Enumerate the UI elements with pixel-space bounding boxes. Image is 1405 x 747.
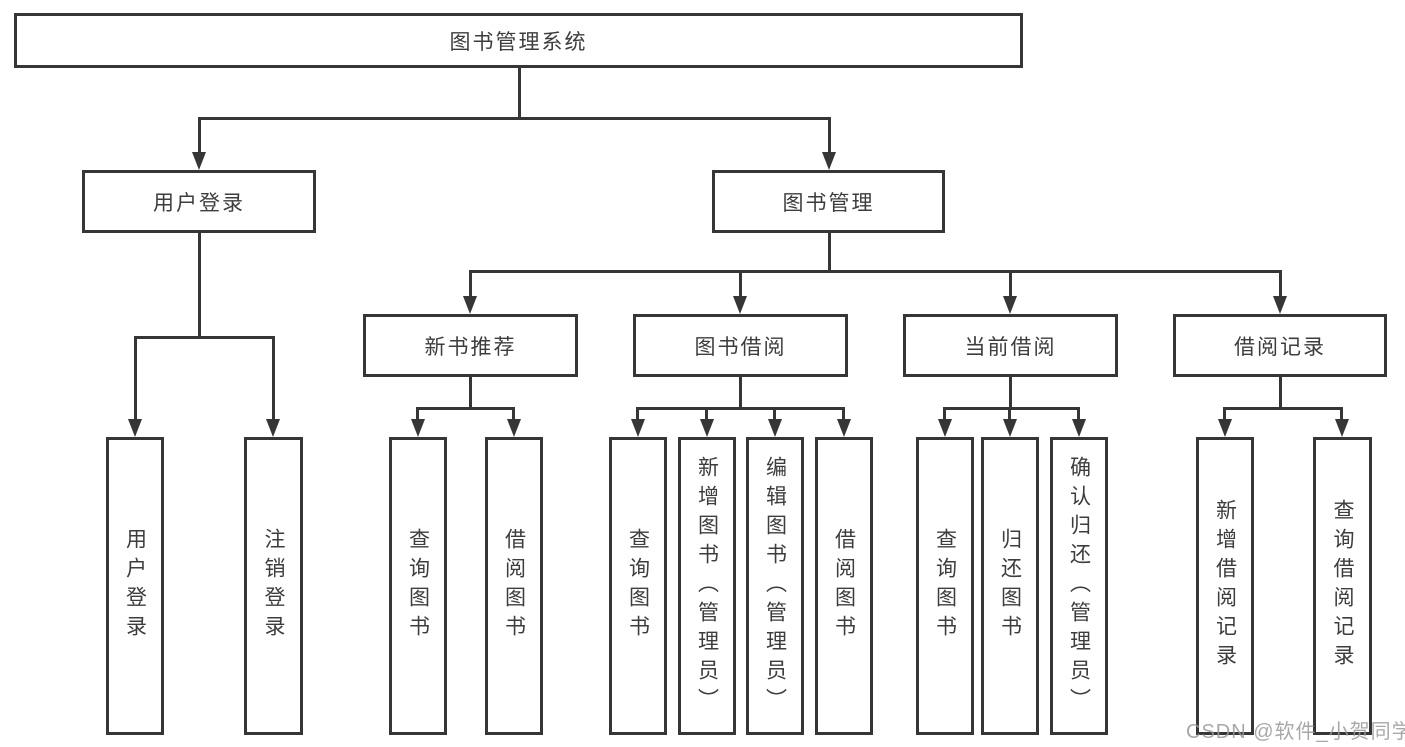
watermark: CSDN @软件_小贺同学	[1186, 721, 1405, 743]
leaf-query-books-current: 查询图书	[916, 437, 974, 735]
arrowhead-leaf	[700, 419, 714, 437]
leaf-query-borrow-record: 查询借阅记录	[1313, 437, 1372, 735]
arrowhead-leaf	[411, 419, 425, 437]
arrowhead-book-management	[822, 152, 836, 170]
connector-to-new-book-recommend	[469, 270, 472, 298]
connector-leaf	[416, 407, 419, 421]
connector-to-borrow-records	[1279, 270, 1282, 298]
leaf-query-books-recommend-label: 查询图书	[406, 528, 430, 644]
connector-book-management-drop	[828, 233, 831, 273]
connector-recommend-drop	[469, 377, 472, 410]
leaf-user-login: 用户登录	[106, 437, 164, 735]
connector-leaf	[705, 407, 708, 421]
connector-leaf	[512, 407, 515, 421]
leaf-add-books-admin: 新增图书（管理员）	[678, 437, 736, 735]
leaf-confirm-return-admin-label: 确认归还（管理员）	[1067, 455, 1091, 717]
connector-borrow-split	[636, 407, 845, 410]
node-book-borrow-label: 图书借阅	[694, 335, 787, 359]
connector-leaf	[1340, 407, 1343, 421]
connector-records-split	[1223, 407, 1343, 410]
leaf-logout: 注销登录	[244, 437, 303, 735]
connector-leaf	[1077, 407, 1080, 421]
connector-to-book-management	[828, 117, 831, 154]
node-book-management: 图书管理	[712, 170, 945, 233]
leaf-edit-books-admin-label: 编辑图书（管理员）	[763, 455, 787, 717]
arrowhead-leaf	[1335, 419, 1349, 437]
leaf-return-books-label: 归还图书	[998, 528, 1022, 644]
connector-user-login-split	[134, 336, 275, 339]
leaf-user-login-label: 用户登录	[123, 528, 147, 644]
leaf-add-borrow-record: 新增借阅记录	[1196, 437, 1254, 735]
leaf-borrow-books: 借阅图书	[815, 437, 873, 735]
arrowhead-leaf	[837, 419, 851, 437]
leaf-borrow-books-recommend: 借阅图书	[485, 437, 543, 735]
connector-recommend-split	[416, 407, 515, 410]
arrowhead-leaf	[1003, 419, 1017, 437]
arrowhead-new-book-recommend	[463, 296, 477, 314]
leaf-query-books-recommend: 查询图书	[389, 437, 447, 735]
connector-leaf	[842, 407, 845, 421]
node-user-login: 用户登录	[82, 170, 316, 233]
leaf-borrow-books-label: 借阅图书	[832, 528, 856, 644]
connector-to-leaf-user-login	[134, 336, 137, 421]
arrowhead-book-borrow	[733, 296, 747, 314]
leaf-query-books-borrow: 查询图书	[609, 437, 667, 735]
arrowhead-leaf-logout	[266, 419, 280, 437]
arrowhead-leaf	[507, 419, 521, 437]
arrowhead-leaf	[768, 419, 782, 437]
connector-root-split	[198, 117, 831, 120]
arrowhead-leaf	[631, 419, 645, 437]
connector-leaf	[1223, 407, 1226, 421]
connector-records-drop	[1279, 377, 1282, 410]
arrowhead-leaf	[1072, 419, 1086, 437]
connector-leaf	[943, 407, 946, 421]
arrowhead-user-login	[192, 152, 206, 170]
node-new-book-recommend-label: 新书推荐	[424, 335, 517, 359]
connector-leaf	[773, 407, 776, 421]
leaf-edit-books-admin: 编辑图书（管理员）	[746, 437, 804, 735]
connector-leaf	[1008, 407, 1011, 421]
connector-to-user-login	[198, 117, 201, 154]
connector-borrow-drop	[739, 377, 742, 410]
leaf-return-books: 归还图书	[981, 437, 1039, 735]
node-borrow-records-label: 借阅记录	[1234, 335, 1326, 359]
arrowhead-leaf-user-login	[128, 419, 142, 437]
arrowhead-leaf	[938, 419, 952, 437]
node-root-label: 图书管理系统	[449, 30, 588, 54]
connector-root-drop	[518, 68, 521, 120]
leaf-add-borrow-record-label: 新增借阅记录	[1213, 499, 1237, 673]
connector-user-login-drop	[198, 233, 201, 339]
node-book-borrow: 图书借阅	[633, 314, 848, 377]
connector-to-leaf-logout	[272, 336, 275, 421]
node-current-borrow: 当前借阅	[903, 314, 1118, 377]
leaf-query-books-borrow-label: 查询图书	[626, 528, 650, 644]
leaf-logout-label: 注销登录	[262, 528, 285, 644]
connector-sections-split	[469, 270, 1282, 273]
connector-to-book-borrow	[739, 270, 742, 298]
leaf-borrow-books-recommend-label: 借阅图书	[502, 528, 526, 644]
connector-current-split	[943, 407, 1080, 410]
leaf-query-borrow-record-label: 查询借阅记录	[1331, 499, 1354, 673]
node-user-login-label: 用户登录	[153, 191, 245, 215]
node-borrow-records: 借阅记录	[1173, 314, 1387, 377]
leaf-confirm-return-admin: 确认归还（管理员）	[1050, 437, 1108, 735]
arrowhead-borrow-records	[1273, 296, 1287, 314]
arrowhead-leaf	[1218, 419, 1232, 437]
connector-leaf	[636, 407, 639, 421]
node-root: 图书管理系统	[14, 13, 1023, 68]
leaf-add-books-admin-label: 新增图书（管理员）	[695, 455, 719, 717]
node-new-book-recommend: 新书推荐	[363, 314, 578, 377]
node-book-management-label: 图书管理	[782, 191, 875, 215]
node-current-borrow-label: 当前借阅	[964, 335, 1057, 359]
leaf-query-books-current-label: 查询图书	[933, 528, 957, 644]
arrowhead-current-borrow	[1003, 296, 1017, 314]
connector-current-drop	[1009, 377, 1012, 410]
connector-to-current-borrow	[1009, 270, 1012, 298]
